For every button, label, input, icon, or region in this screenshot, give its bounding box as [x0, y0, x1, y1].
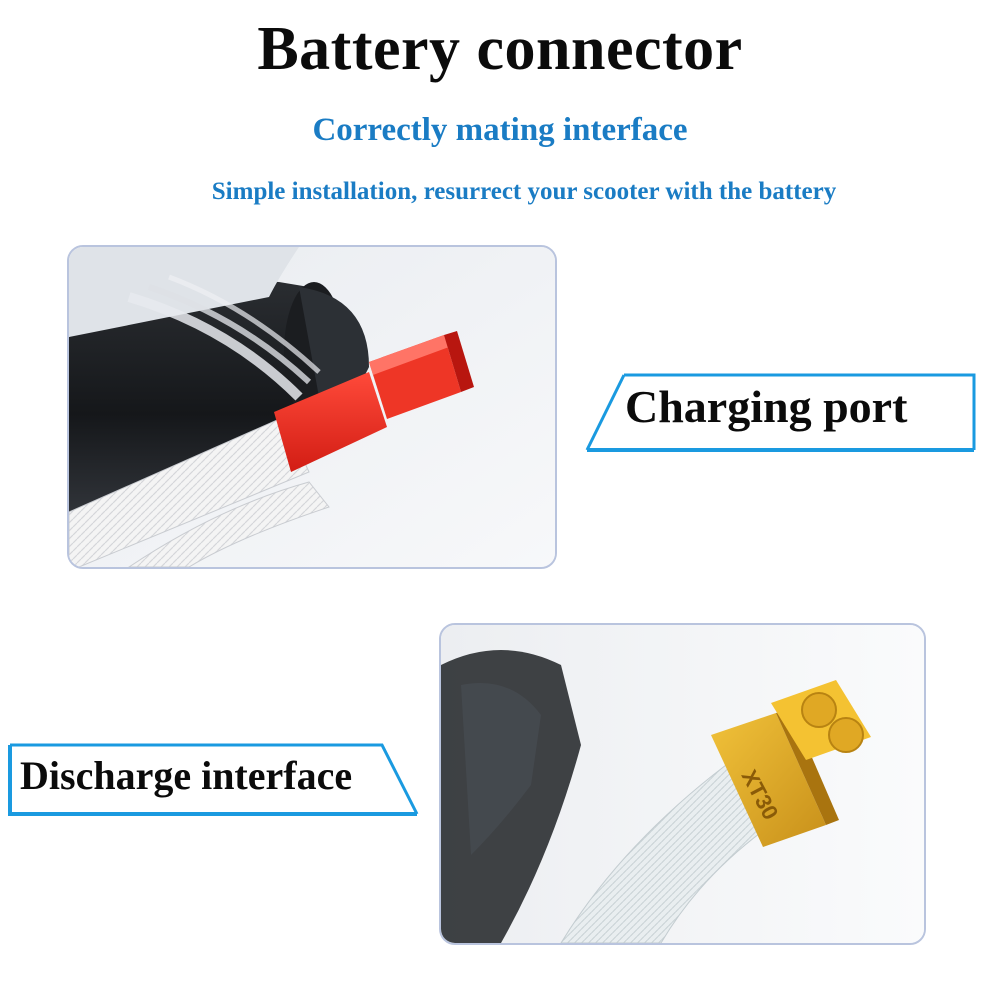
charging-port-photo: [67, 245, 557, 569]
discharge-interface-label: Discharge interface: [20, 753, 353, 798]
discharge-interface-photo: XT30: [439, 623, 926, 945]
page-tagline: Simple installation, resurrect your scoo…: [211, 178, 837, 205]
charging-port-label: Charging port: [625, 381, 908, 432]
page-subtitle: Correctly mating interface: [312, 112, 688, 148]
charging-port-label-frame: [585, 373, 976, 452]
page-title: Battery connector: [257, 15, 743, 83]
charging-port-illustration: [69, 247, 555, 567]
discharge-interface-illustration: XT30: [441, 625, 924, 943]
discharge-interface-label-frame: [8, 743, 419, 816]
